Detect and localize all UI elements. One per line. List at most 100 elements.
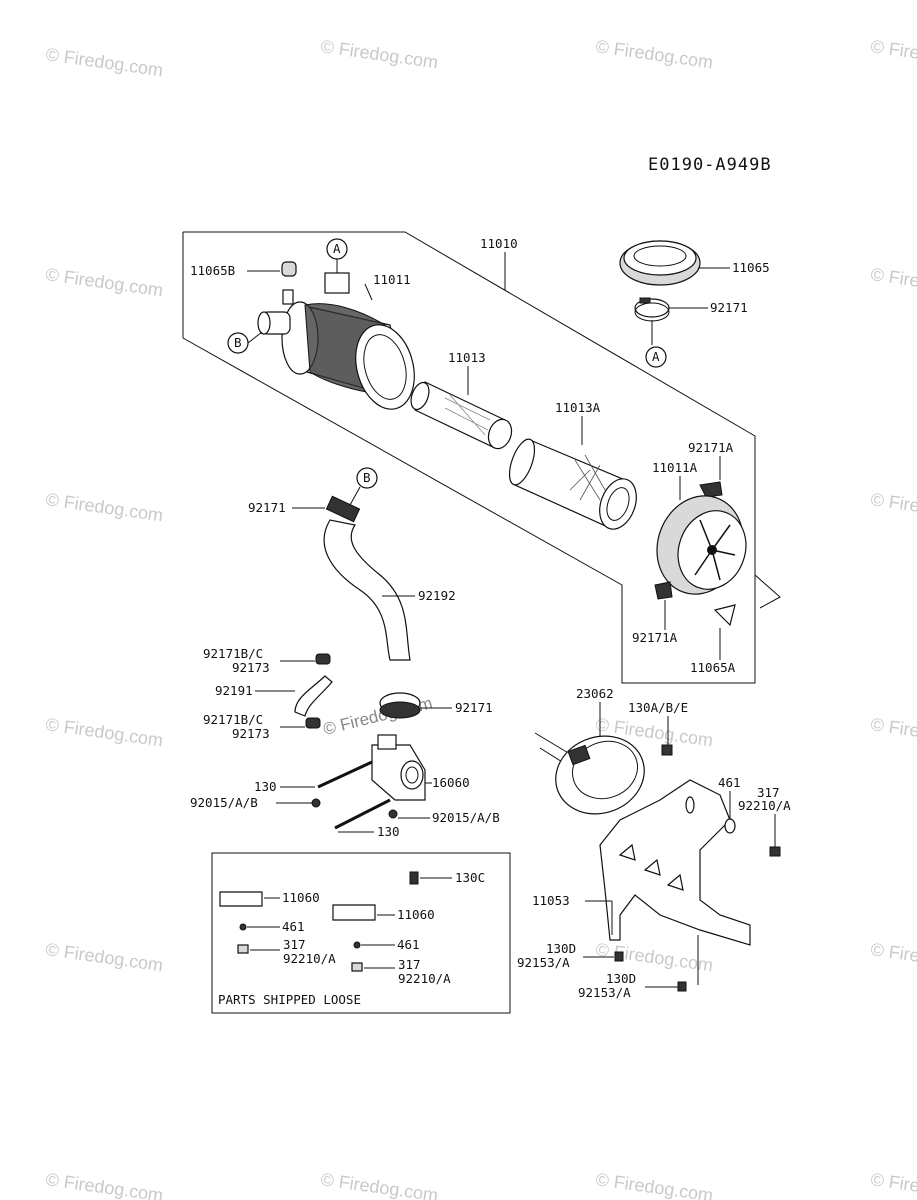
band-23062 — [555, 735, 645, 815]
watermark: © Firedog.com — [319, 36, 439, 72]
leader-line — [247, 331, 263, 344]
watermark: © Firedog.com — [594, 1169, 714, 1200]
watermark: © Firedog.com — [869, 36, 917, 72]
clamp-92171-top — [634, 297, 670, 322]
part-label-130abe: 130A/B/E — [628, 700, 688, 715]
part-label-92171a-bottom: 92171A — [632, 630, 678, 645]
part-label-461-2: 461 — [397, 937, 420, 952]
part-label-461-1: 461 — [282, 919, 305, 934]
clamp-92171bc-lower — [305, 717, 321, 729]
callout-b-label: B — [234, 335, 242, 350]
part-label-92173-2: 92173 — [232, 726, 270, 741]
part-label-92171bc-2: 92171B/C — [203, 712, 263, 727]
part-label-11065b: 11065B — [190, 263, 235, 278]
cap-11065b — [281, 261, 297, 277]
bolt-130c — [409, 871, 419, 885]
callout-a-label: A — [333, 241, 341, 256]
washer-461-r — [724, 818, 736, 834]
bracket-11053 — [599, 779, 751, 946]
part-label-92015ab-1: 92015/A/B — [190, 795, 258, 810]
inlet-pipe — [324, 272, 350, 294]
latch-92171a-bottom — [654, 581, 673, 600]
part-label-130-2: 130 — [377, 824, 400, 839]
callout-b-label: B — [363, 470, 371, 485]
part-label-92171-left: 92171 — [248, 500, 286, 515]
valve-11065a — [713, 604, 736, 627]
cap-11065 — [619, 240, 701, 286]
bolt-130abe — [661, 744, 673, 756]
part-label-92015ab-2: 92015/A/B — [432, 810, 500, 825]
loose-parts-box — [211, 852, 511, 1014]
bolt-130-lower — [334, 798, 391, 830]
clamp-92171-mid — [379, 692, 421, 719]
hose-92192 — [323, 519, 411, 661]
part-label-11060-2: 11060 — [397, 907, 435, 922]
part-label-317-1: 317 — [283, 937, 306, 952]
part-label-92192: 92192 — [418, 588, 456, 603]
callout-b-hose — [356, 467, 378, 489]
part-label-317-r: 317 — [757, 785, 780, 800]
cover-11011a — [656, 495, 747, 595]
watermark: © Firedog.com — [44, 489, 164, 525]
washer-92015 — [311, 798, 321, 808]
part-label-92191: 92191 — [215, 683, 253, 698]
outer-filter-11013a — [508, 438, 637, 530]
bolt-130d-1 — [614, 951, 624, 962]
part-label-461-r: 461 — [718, 775, 741, 790]
part-label-92210a-2: 92210/A — [398, 971, 451, 986]
assembly-outline — [182, 231, 756, 684]
clamp-92171-hose — [325, 495, 361, 523]
nut-92210-r — [769, 846, 781, 857]
loose-parts-caption: PARTS SHIPPED LOOSE — [218, 992, 361, 1007]
watermark: © Firedog.com — [869, 939, 917, 975]
part-label-11060-1: 11060 — [282, 890, 320, 905]
part-label-130d-1: 130D — [546, 941, 576, 956]
assembly-bracket — [754, 574, 781, 609]
part-label-92210a-1: 92210/A — [283, 951, 336, 966]
watermark: © Firedog.com — [44, 1169, 164, 1200]
callout-a-label: A — [652, 349, 660, 364]
gasket-11060-2 — [332, 904, 376, 921]
nut-92210-1 — [237, 944, 249, 954]
leader-line — [364, 283, 373, 301]
diagram-code: E0190-A949B — [648, 155, 772, 175]
leader-line — [349, 486, 361, 506]
part-label-11013: 11013 — [448, 350, 486, 365]
bolt-130-upper — [317, 760, 373, 789]
part-label-11013a: 11013A — [555, 400, 601, 415]
part-label-23062: 23062 — [576, 686, 614, 701]
washer-92015 — [388, 809, 398, 819]
housing-11011 — [257, 289, 415, 410]
part-label-92171-mid: 92171 — [455, 700, 493, 715]
watermark: © Firedog.com — [44, 714, 164, 750]
part-label-11065: 11065 — [732, 260, 770, 275]
washer-461-2 — [353, 941, 361, 949]
watermark: © Firedog.com — [869, 1169, 917, 1200]
watermark: © Firedog.com — [594, 36, 714, 72]
part-label-11065a: 11065A — [690, 660, 736, 675]
watermark: © Firedog.com — [44, 939, 164, 975]
watermark: © Firedog.com — [869, 714, 917, 750]
part-label-11010: 11010 — [480, 236, 518, 251]
watermark: © Firedog.com — [869, 489, 917, 525]
watermark: © Firedog.com — [319, 1169, 439, 1200]
latch-92171a-top — [699, 481, 723, 498]
part-label-11011a: 11011A — [652, 460, 698, 475]
part-label-317-2: 317 — [398, 957, 421, 972]
bolt-130d-2 — [677, 981, 687, 992]
part-label-11011: 11011 — [373, 272, 411, 287]
watermark-layer: © Firedog.com © Firedog.com © Firedog.co… — [44, 36, 917, 1200]
gasket-11060-1 — [219, 891, 263, 907]
nut-92210-2 — [351, 962, 363, 972]
part-label-130d-2: 130D — [606, 971, 636, 986]
part-label-92173-1: 92173 — [232, 660, 270, 675]
part-label-11053: 11053 — [532, 893, 570, 908]
part-label-92171a-top: 92171A — [688, 440, 734, 455]
clamp-92171bc-upper — [315, 653, 331, 665]
intake-16060 — [371, 734, 426, 801]
part-label-130c: 130C — [455, 870, 485, 885]
part-label-92171bc-1: 92171B/C — [203, 646, 263, 661]
callout-a-top — [645, 346, 667, 368]
